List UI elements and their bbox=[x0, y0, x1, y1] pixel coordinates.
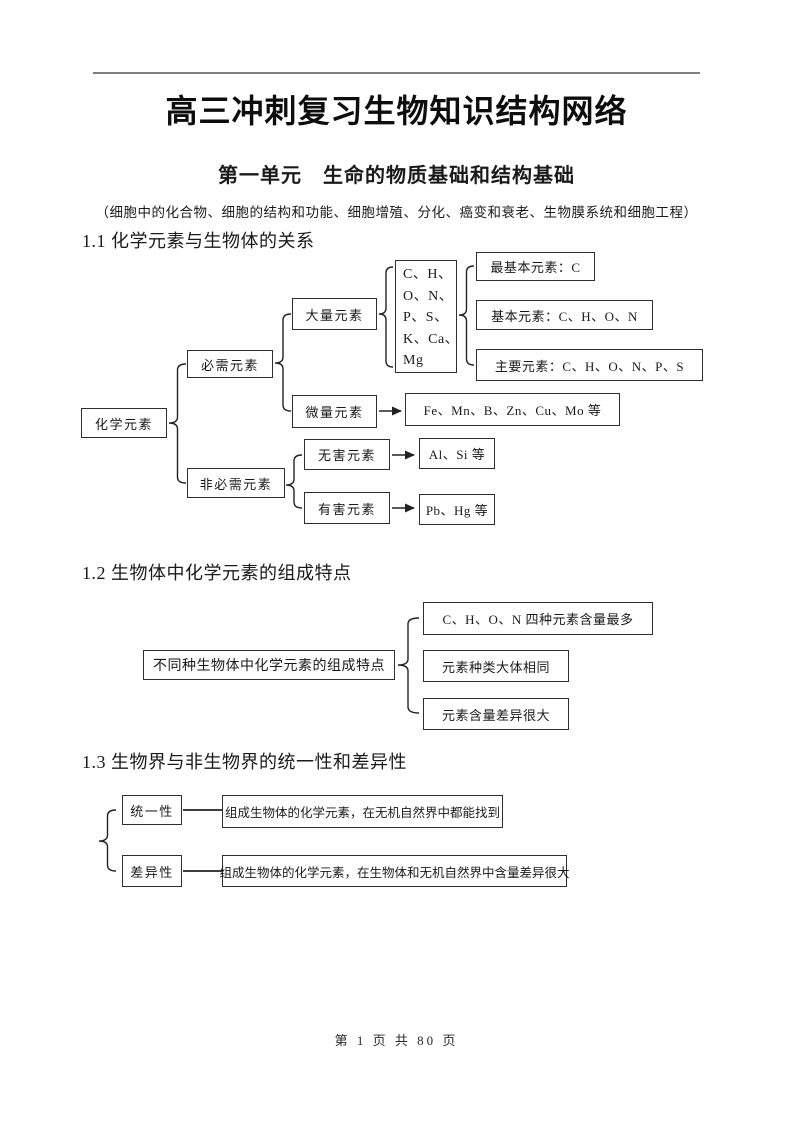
composition-point-box: C、H、O、N 四种元素含量最多 bbox=[423, 602, 653, 635]
major-element-line: Mg bbox=[403, 353, 424, 368]
major-elements-box: 大量元素 bbox=[292, 298, 377, 330]
page-number: 第 1 页 共 80 页 bbox=[334, 1033, 459, 1048]
brace-root bbox=[168, 363, 187, 484]
most-basic-element-box: 最基本元素：C bbox=[476, 252, 595, 281]
harmless-element-list-box: Al、Si 等 bbox=[419, 438, 495, 469]
brace-definitions bbox=[458, 265, 475, 366]
basic-elements-box: 基本元素：C、H、O、N bbox=[476, 300, 653, 330]
difference-description-box: 组成生物体的化学元素，在生物体和无机自然界中含量差异很大 bbox=[220, 855, 570, 887]
unit-title: 第一单元 生命的物质基础和结构基础 bbox=[218, 165, 575, 187]
composition-point-box: 元素种类大体相同 bbox=[423, 650, 569, 682]
harmful-element-list-box: Pb、Hg 等 bbox=[419, 494, 495, 525]
composition-feature-box: 不同种生物体中化学元素的组成特点 bbox=[143, 650, 395, 680]
chemical-elements-box: 化学元素 bbox=[81, 408, 167, 438]
main-elements-box: 主要元素：C、H、O、N、P、S bbox=[476, 349, 703, 381]
unit-scope-note: （细胞中的化合物、细胞的结构和功能、细胞增殖、分化、癌变和衰老、生物膜系统和细胞… bbox=[95, 205, 698, 220]
unity-description-box: 组成生物体的化学元素，在无机自然界中都能找到 bbox=[222, 795, 503, 828]
section-1-2-heading: 1.2 生物体中化学元素的组成特点 bbox=[82, 563, 352, 583]
major-element-line: C、H、 bbox=[403, 267, 453, 282]
brace-composition bbox=[397, 617, 420, 714]
major-element-line: P、S、 bbox=[403, 310, 449, 325]
major-element-list-box: C、H、 O、N、 P、S、 K、Ca、 Mg bbox=[395, 260, 460, 373]
section-1-1-heading: 1.1 化学元素与生物体的关系 bbox=[82, 231, 315, 251]
section-1-3-heading: 1.3 生物界与非生物界的统一性和差异性 bbox=[82, 752, 407, 772]
brace-nonessential bbox=[285, 454, 303, 509]
difference-label-box: 差异性 bbox=[122, 855, 182, 887]
harmless-elements-box: 无害元素 bbox=[304, 439, 390, 470]
essential-elements-box: 必需元素 bbox=[187, 350, 273, 378]
brace-major bbox=[378, 266, 394, 368]
header-rule bbox=[93, 72, 700, 75]
harmful-elements-box: 有害元素 bbox=[304, 492, 390, 524]
composition-point-box: 元素含量差异很大 bbox=[423, 698, 569, 730]
brace-essential bbox=[274, 313, 292, 412]
major-element-line: O、N、 bbox=[403, 288, 454, 304]
unity-label-box: 统一性 bbox=[122, 795, 182, 825]
nonessential-elements-box: 非必需元素 bbox=[187, 468, 285, 498]
trace-elements-box: 微量元素 bbox=[292, 395, 377, 428]
page-title: 高三冲刺复习生物知识结构网络 bbox=[165, 93, 628, 129]
major-element-line: K、Ca、 bbox=[403, 331, 460, 347]
brace-unity-difference bbox=[98, 809, 117, 872]
trace-element-list-box: Fe、Mn、B、Zn、Cu、Mo 等 bbox=[405, 393, 620, 426]
